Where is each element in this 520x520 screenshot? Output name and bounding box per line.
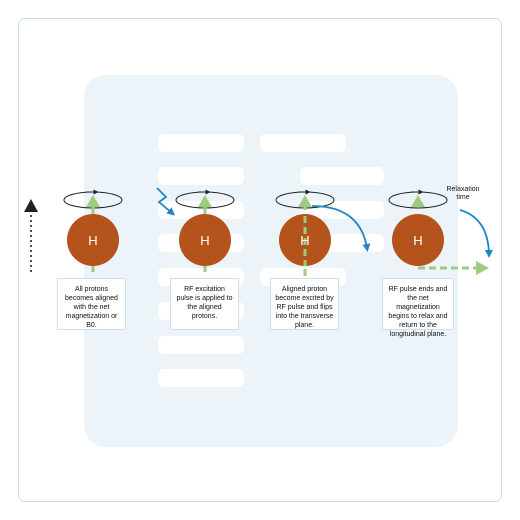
magnetization-arrowhead — [86, 195, 100, 207]
rf-pulse-icon — [156, 187, 176, 216]
proton-label: H — [413, 233, 422, 248]
background-bar — [158, 369, 244, 387]
step-2-caption: RF excitation pulse is applied to the al… — [170, 278, 239, 330]
background-bar — [158, 134, 244, 152]
relax-curve-arrow-icon — [459, 209, 493, 258]
step-1-caption: All protons becomes aligned with the net… — [57, 278, 126, 330]
background-bar — [158, 167, 244, 185]
flip-curve-arrow-icon — [311, 205, 371, 252]
step-4-group: H — [388, 189, 493, 275]
step-2-group: H — [156, 187, 235, 272]
step-4-caption: RF pulse ends and the net magnetization … — [382, 278, 454, 338]
step-3-caption: Aligned proton become excited by RF puls… — [270, 278, 339, 330]
proton-label: H — [88, 233, 97, 248]
proton-label: H — [200, 233, 209, 248]
proton-label: H — [300, 233, 309, 248]
magnetization-arrowhead — [411, 195, 425, 207]
magnetization-arrowhead — [298, 195, 312, 207]
step-3-group: H — [275, 189, 371, 276]
step-1-group: H — [63, 189, 123, 272]
background-bar — [158, 201, 244, 219]
background-bar — [300, 167, 384, 185]
proton-icon — [392, 214, 444, 266]
field-direction-icon — [24, 199, 38, 272]
transverse-arrowhead — [476, 261, 489, 275]
background-bar — [260, 134, 346, 152]
magnetization-arrowhead — [198, 195, 212, 207]
background-bar — [158, 336, 244, 354]
proton-icon — [67, 214, 119, 266]
relaxation-time-label: Relaxation time — [446, 186, 480, 201]
proton-icon — [179, 214, 231, 266]
